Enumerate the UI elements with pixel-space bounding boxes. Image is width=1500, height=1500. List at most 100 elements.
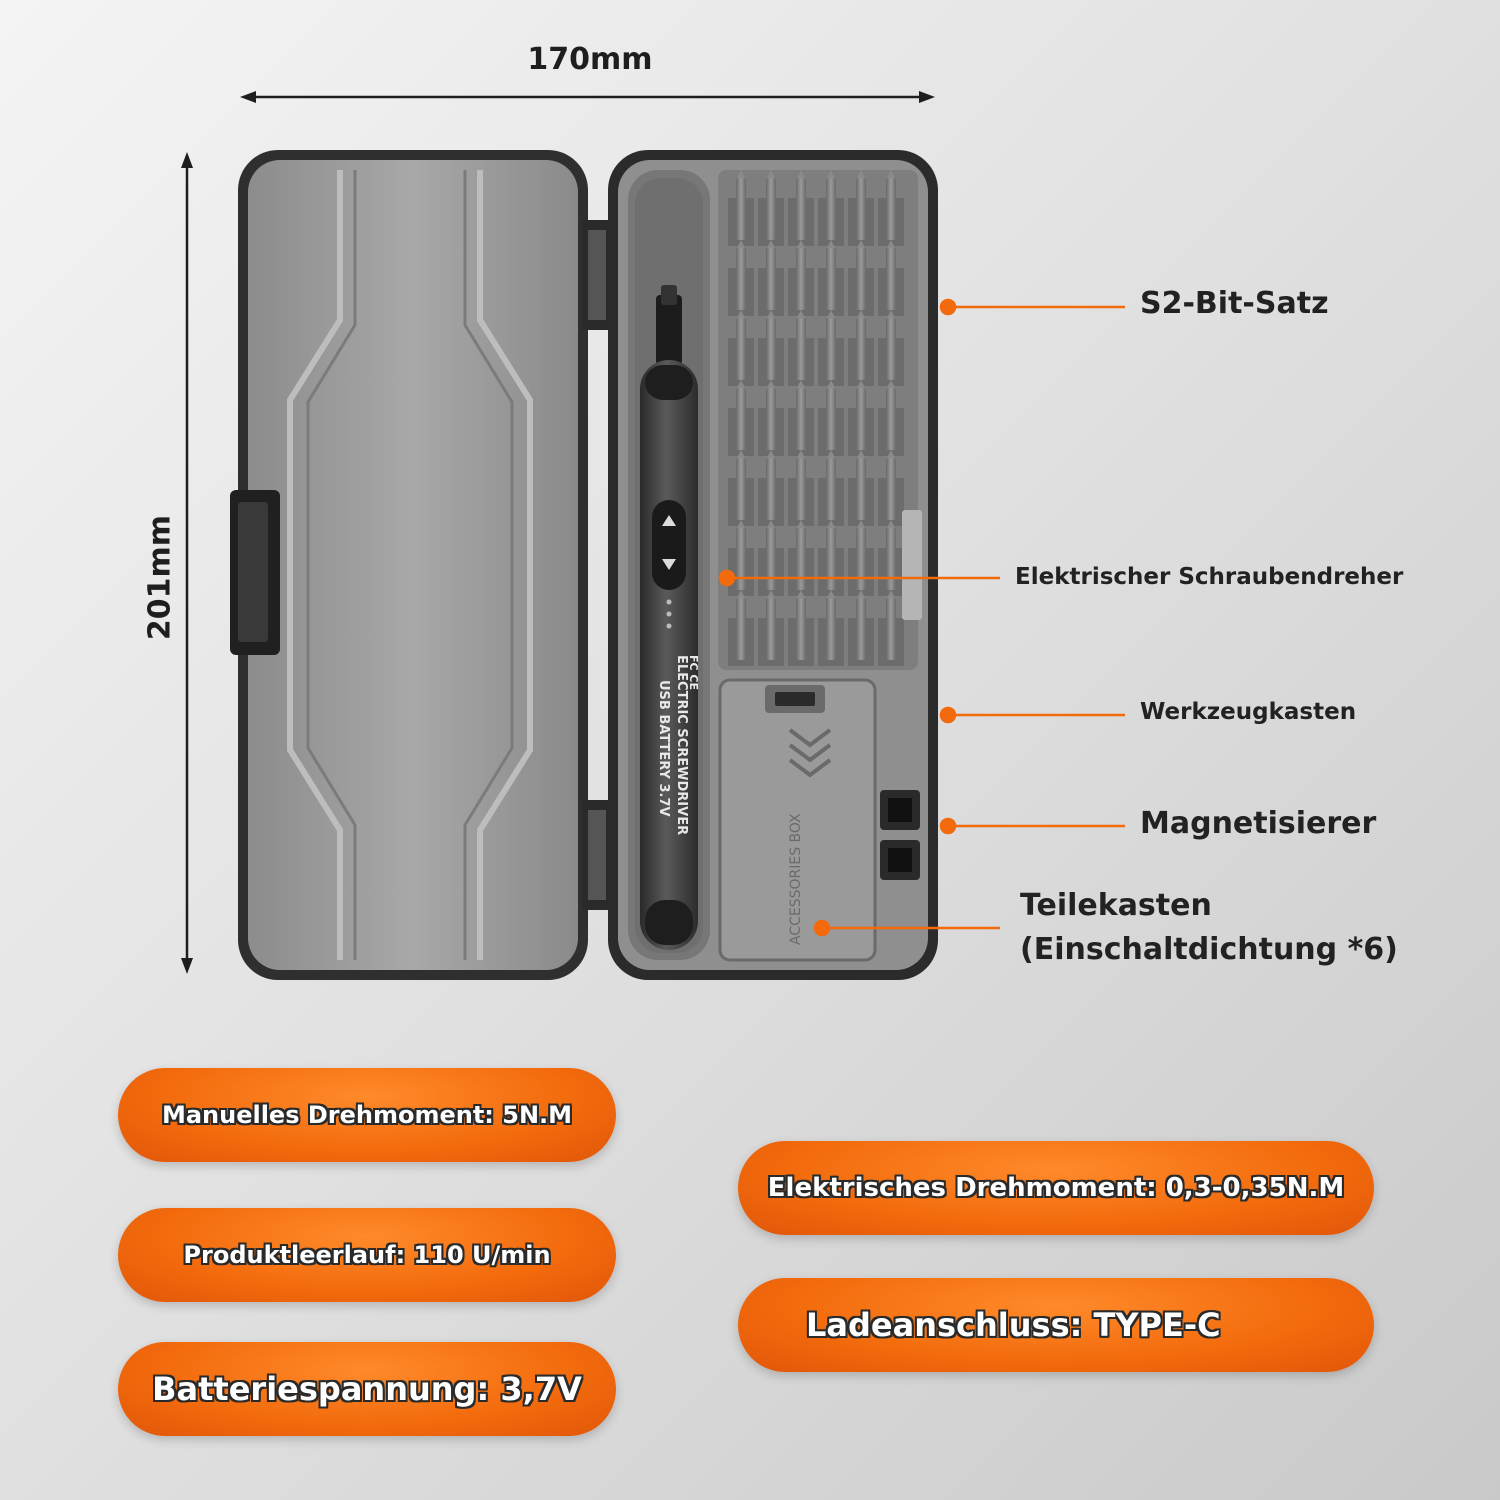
magnetizer [880,790,920,880]
bit-tip [887,590,895,598]
screwdriver-bit [886,318,896,380]
screwdriver-bit [826,178,836,240]
screwdriver-bit [766,318,776,380]
screwdriver-bit [736,178,746,240]
toolbox-lid [230,150,588,980]
bit-tip [797,240,805,248]
screwdriver-bit [736,458,746,520]
screwdriver-bit [796,458,806,520]
screwdriver-bit [856,248,866,310]
spec-idle-speed: Produktleerlauf: 110 U/min [118,1208,616,1302]
bit-tip [887,240,895,248]
bit-tip [857,380,865,388]
callout-bit-set: S2-Bit-Satz [1140,286,1329,321]
screwdriver-bit [826,598,836,660]
screwdriver-bit [856,528,866,590]
bit-tip [857,450,865,458]
bit-tip [827,380,835,388]
accessories-box-label: ACCESSORIES BOX [788,813,804,945]
bit-tip [857,520,865,528]
bit-tip [797,310,805,318]
bit-tip [767,240,775,248]
bit-tip [887,380,895,388]
callout-parts-box-line1: Teilekasten [1020,888,1212,923]
screwdriver-bit [766,528,776,590]
screwdriver-bit [736,248,746,310]
bit-tip [857,240,865,248]
bit-tip [797,520,805,528]
bit-tip [797,380,805,388]
bit-tip [737,170,745,178]
screwdriver-bit [856,458,866,520]
electric-screwdriver: ELECTRIC SCREWDRIVER USB BATTERY 3.7V FC… [640,285,700,950]
bit-tip [767,590,775,598]
bit-tip [767,380,775,388]
bit-tip [887,170,895,178]
height-dimension-label: 201mm [142,514,178,641]
bit-tip [857,170,865,178]
accessories-box: ACCESSORIES BOX [718,678,877,962]
bit-tip [737,450,745,458]
bit-tip [737,520,745,528]
screwdriver-bit [826,388,836,450]
bit-tip [767,170,775,178]
screwdriver-bit [796,598,806,660]
screwdriver-bit [886,528,896,590]
screwdriver-bit [766,458,776,520]
screwdriver-bit [796,388,806,450]
bit-tip [737,380,745,388]
screwdriver-bit [886,598,896,660]
width-dimension-label: 170mm [527,42,653,77]
screwdriver-bit [826,528,836,590]
pen-label-line1: ELECTRIC SCREWDRIVER [674,655,689,835]
screwdriver-bit [766,248,776,310]
bit-tip [827,450,835,458]
bit-tip [767,310,775,318]
callout-magnetizer: Magnetisierer [1140,806,1377,841]
screwdriver-bit [856,388,866,450]
screwdriver-bit [796,178,806,240]
screwdriver-bit [736,318,746,380]
screwdriver-bit [856,318,866,380]
callout-toolbox: Werkzeugkasten [1140,699,1357,725]
screwdriver-bit [766,598,776,660]
bit-tip [827,310,835,318]
toolbox-hinges [582,220,612,910]
screwdriver-bit [826,248,836,310]
bit-tip [767,450,775,458]
bit-tip [827,520,835,528]
bit-tip [797,450,805,458]
screwdriver-bit [856,598,866,660]
screwdriver-bit [736,388,746,450]
bit-tip [887,450,895,458]
callout-electric-screwdriver: Elektrischer Schraubendreher [1015,564,1404,590]
callout-parts-box-line2: (Einschaltdichtung *6) [1020,932,1398,967]
screwdriver-bit [766,388,776,450]
bit-tip [737,590,745,598]
bit-tip [887,520,895,528]
screwdriver-bit [886,178,896,240]
pen-label-line2: USB BATTERY 3.7V [656,680,671,817]
bit-set [728,170,904,666]
bit-tip [827,170,835,178]
toolbox-illustration: ACCESSORIES BOX ELECTRIC SCREWDRIVER USB… [230,150,938,980]
bit-tip [797,590,805,598]
bit-tip [857,310,865,318]
certification-marks: FC CE [687,655,700,690]
bit-tip [797,170,805,178]
bit-tip [827,590,835,598]
screwdriver-bit [796,248,806,310]
screwdriver-bit [736,528,746,590]
bit-tip [887,310,895,318]
bit-tip [737,240,745,248]
bit-tip [767,520,775,528]
bit-tip [857,590,865,598]
width-dimension-arrow [240,91,935,103]
screwdriver-bit [856,178,866,240]
height-dimension-arrow [181,152,193,974]
screwdriver-bit [766,178,776,240]
screwdriver-bit [886,248,896,310]
bit-tip [737,310,745,318]
spec-battery-voltage: Batteriespannung: 3,7V [118,1342,616,1436]
bit-tip [827,240,835,248]
